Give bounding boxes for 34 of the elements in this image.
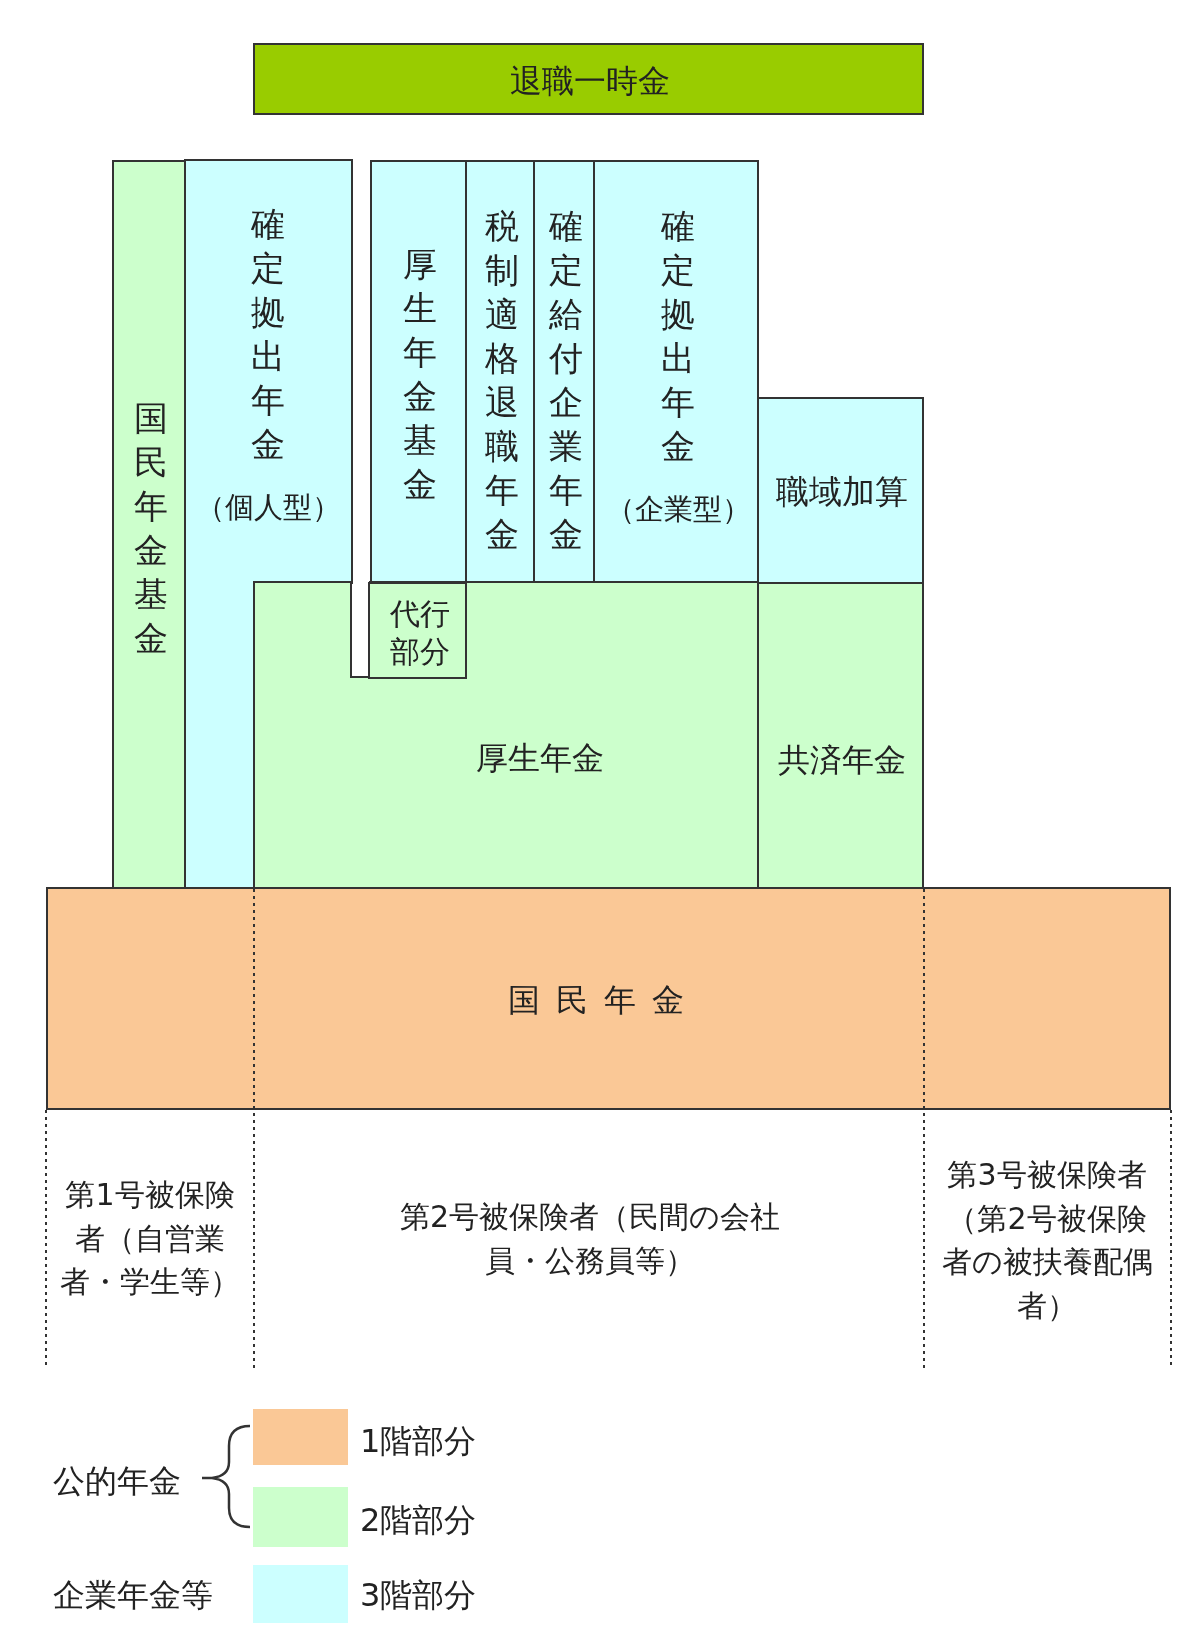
pension-block: [185, 160, 353, 889]
category-label: 第1号被保険者（自営業者・学生等）: [59, 1175, 241, 1301]
block-label: （個人型）: [195, 488, 341, 526]
block-label: 国民年金基金: [133, 397, 169, 660]
pension-block: [46, 887, 1171, 1110]
block-label: 確定拠出年金: [250, 203, 286, 466]
pension-block: [465, 160, 535, 584]
pension-block: [368, 582, 467, 679]
block-label: （企業型）: [605, 490, 751, 528]
pension-block: [757, 582, 924, 889]
pension-block: [370, 160, 467, 584]
pension-block: [253, 43, 924, 115]
pension-block: [112, 160, 187, 889]
block-label: 税制適格退職年金: [484, 205, 520, 556]
block-label: 国民年金: [507, 980, 700, 1020]
category-label: 第2号被保険者（民間の会社員・公務員等）: [398, 1197, 782, 1279]
block-label: 確定拠出年金: [660, 205, 696, 468]
block-label: 厚生年金: [476, 738, 604, 778]
pension-block: [593, 160, 759, 584]
block-label: 厚生年金基金: [402, 243, 438, 506]
legend-label: 1階部分: [360, 1420, 477, 1462]
block-label: 代行部分: [389, 594, 451, 670]
legend-label: 3階部分: [360, 1574, 477, 1616]
category-label: 第3号被保険者（第2号被保険者の被扶養配偶者）: [940, 1156, 1154, 1325]
legend-label: 2階部分: [360, 1499, 477, 1541]
block-label: 確定給付企業年金: [548, 205, 584, 556]
legend-group-label: 公的年金: [53, 1460, 181, 1502]
block-label: 職域加算: [776, 471, 908, 513]
pension-block: [533, 160, 595, 584]
pension-block: [254, 582, 759, 889]
block-label: 共済年金: [778, 740, 906, 780]
legend-group-label: 企業年金等: [53, 1574, 213, 1616]
pension-block: [757, 397, 924, 584]
block-label: 退職一時金: [510, 61, 670, 101]
